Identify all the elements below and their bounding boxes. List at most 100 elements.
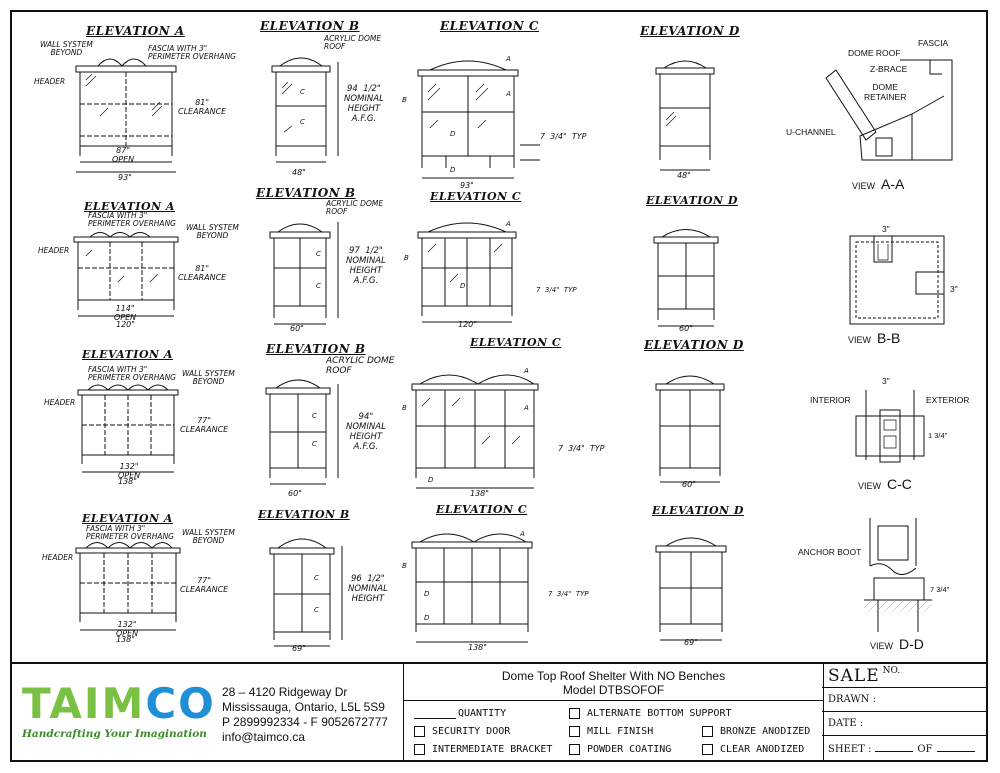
elev-c-title-row3: ELEVATION C: [470, 336, 562, 349]
elev-d-title-row1: ELEVATION D: [640, 24, 740, 38]
dim-overall-r4: 138": [116, 635, 135, 644]
quantity-blank[interactable]: [414, 708, 456, 719]
sheet-label: SHEET :: [828, 744, 872, 755]
note-typ-r2: 7 3/4" TYP: [536, 286, 577, 294]
option-label: INTERMEDIATE BRACKET: [432, 744, 553, 755]
checkbox-icon[interactable]: [569, 726, 580, 737]
note-wall-system-r1: WALL SYSTEM BEYOND: [40, 40, 93, 57]
elevation-drawings: [73, 57, 953, 647]
note-acrylic-r1: ACRYLIC DOME ROOF: [324, 34, 382, 51]
note-height-r2: 97 1/2" NOMINAL HEIGHT A.F.G.: [346, 246, 386, 286]
elev-d-row1: [655, 60, 715, 171]
elev-d-row3: [655, 375, 725, 483]
of-label: OF: [917, 744, 933, 755]
elev-c-row4: [411, 533, 533, 643]
elev-b-title-row4: ELEVATION B: [258, 508, 350, 521]
checkbox-icon[interactable]: [414, 726, 425, 737]
option-powder-coating[interactable]: POWDER COATING: [569, 744, 671, 755]
phone-fax: P 2899992334 - F 9052672777: [222, 715, 388, 729]
note-wall-system-r2: WALL SYSTEM BEYOND: [186, 223, 239, 240]
dim-d-r3: 60": [682, 480, 696, 489]
callout-d2-r4: D: [424, 614, 430, 622]
drawn-label: DRAWN :: [828, 694, 876, 705]
email: info@taimco.ca: [222, 730, 305, 744]
drawing-area: ELEVATION A ELEVATION B ELEVATION C ELEV…: [34, 19, 969, 653]
sec-aa-fascia: FASCIA: [918, 38, 949, 48]
drawn-row[interactable]: DRAWN :: [822, 688, 986, 712]
dim-c-r4: 138": [468, 643, 487, 652]
note-fascia-r2: FASCIA WITH 3" PERIMETER OVERHANG: [88, 211, 176, 228]
option-bronze-anodized[interactable]: BRONZE ANODIZED: [702, 726, 810, 737]
date-label: DATE :: [828, 718, 864, 729]
dim-overall-r3: 138": [118, 477, 137, 486]
view-word: VIEW: [852, 181, 876, 191]
elev-b-row2: [269, 222, 339, 325]
option-intermediate-bracket[interactable]: INTERMEDIATE BRACKET: [414, 744, 552, 755]
option-security-door[interactable]: SECURITY DOOR: [414, 726, 510, 737]
taimco-logo: TAIMCO Handcrafting Your Imagination: [22, 682, 222, 757]
option-label: BRONZE ANODIZED: [720, 726, 811, 737]
callout-d-r4: D: [424, 590, 430, 598]
checkbox-icon[interactable]: [702, 744, 713, 755]
elev-d-title-row3: ELEVATION D: [644, 338, 744, 352]
checkbox-icon[interactable]: [569, 744, 580, 755]
note-wall-system-r4: WALL SYSTEM BEYOND: [182, 528, 235, 545]
callout-c2-r4: C: [314, 606, 319, 614]
option-mill-finish[interactable]: MILL FINISH: [569, 726, 653, 737]
note-wall-system-r3: WALL SYSTEM BEYOND: [182, 369, 235, 386]
sheet-row[interactable]: SHEET : OF: [822, 736, 986, 760]
view-word: VIEW: [848, 335, 872, 345]
sec-aa-dome-retainer: DOME RETAINER: [864, 82, 907, 102]
dim-d-r1: 48": [677, 171, 691, 180]
option-label: SECURITY DOOR: [432, 726, 511, 737]
sheet-total-blank[interactable]: [936, 742, 975, 752]
callout-a-r2: A: [506, 220, 511, 228]
callout-a-r1: A: [506, 55, 511, 63]
checkbox-icon[interactable]: [414, 744, 425, 755]
callout-c-r4: C: [314, 574, 319, 582]
dim-c-r3: 138": [470, 489, 489, 498]
dim-overall-r1: 93": [118, 173, 132, 182]
logo-tagline: Handcrafting Your Imagination: [22, 728, 207, 740]
elev-a-title-row4: ELEVATION A: [82, 512, 173, 525]
checkbox-icon[interactable]: [569, 708, 580, 719]
elev-c-title-row2: ELEVATION C: [430, 190, 522, 203]
sec-bb-dim-side: 3": [950, 284, 958, 294]
elev-a-title-row1: ELEVATION A: [86, 24, 185, 38]
date-row[interactable]: DATE :: [822, 712, 986, 736]
dim-open-r3: 132" OPEN: [118, 462, 141, 480]
note-typ-r4: 7 3/4" TYP: [548, 590, 589, 598]
dim-d-r4: 69": [684, 638, 698, 647]
callout-c-r3: C: [312, 412, 317, 420]
logo-wordmark: TAIMCO: [22, 679, 216, 728]
elev-d-row2: [653, 229, 719, 327]
dim-c-r2: 120": [458, 320, 477, 329]
view-id: B-B: [877, 330, 901, 346]
option-alternate-bottom-support[interactable]: ALTERNATE BOTTOM SUPPORT: [569, 708, 732, 719]
dim-b-r3: 60": [288, 489, 302, 498]
callout-d-r2: D: [460, 282, 466, 290]
sheet-number-blank[interactable]: [875, 742, 914, 752]
elev-c-row3: [411, 374, 539, 489]
note-header-r1: HEADER: [34, 77, 66, 86]
dim-open-r4: 132" OPEN: [116, 620, 139, 638]
elev-b-title-row3: ELEVATION B: [266, 342, 366, 356]
company-address: 28 – 4120 Ridgeway Dr Mississauga, Ontar…: [222, 685, 388, 745]
callout-a2-r3: A: [524, 404, 529, 412]
elev-a-row1: [75, 58, 177, 173]
dim-open-r1: 87" OPEN: [112, 146, 135, 164]
note-header-r3: HEADER: [44, 398, 76, 407]
sec-bb-dim-top: 3": [882, 224, 890, 234]
sec-aa-dome-roof: DOME ROOF: [848, 48, 901, 58]
checkbox-icon[interactable]: [702, 726, 713, 737]
view-word: VIEW: [858, 481, 882, 491]
quantity-field[interactable]: QUANTITY: [414, 708, 506, 719]
elev-c-title-row4: ELEVATION C: [436, 503, 528, 516]
note-height-r3: 94" NOMINAL HEIGHT A.F.G.: [346, 412, 386, 452]
option-clear-anodized[interactable]: CLEAR ANODIZED: [702, 744, 804, 755]
callout-c2-r2: C: [316, 282, 321, 290]
note-acrylic-r3: ACRYLIC DOME ROOF: [326, 356, 395, 376]
dim-c-r1: 93": [460, 181, 474, 190]
